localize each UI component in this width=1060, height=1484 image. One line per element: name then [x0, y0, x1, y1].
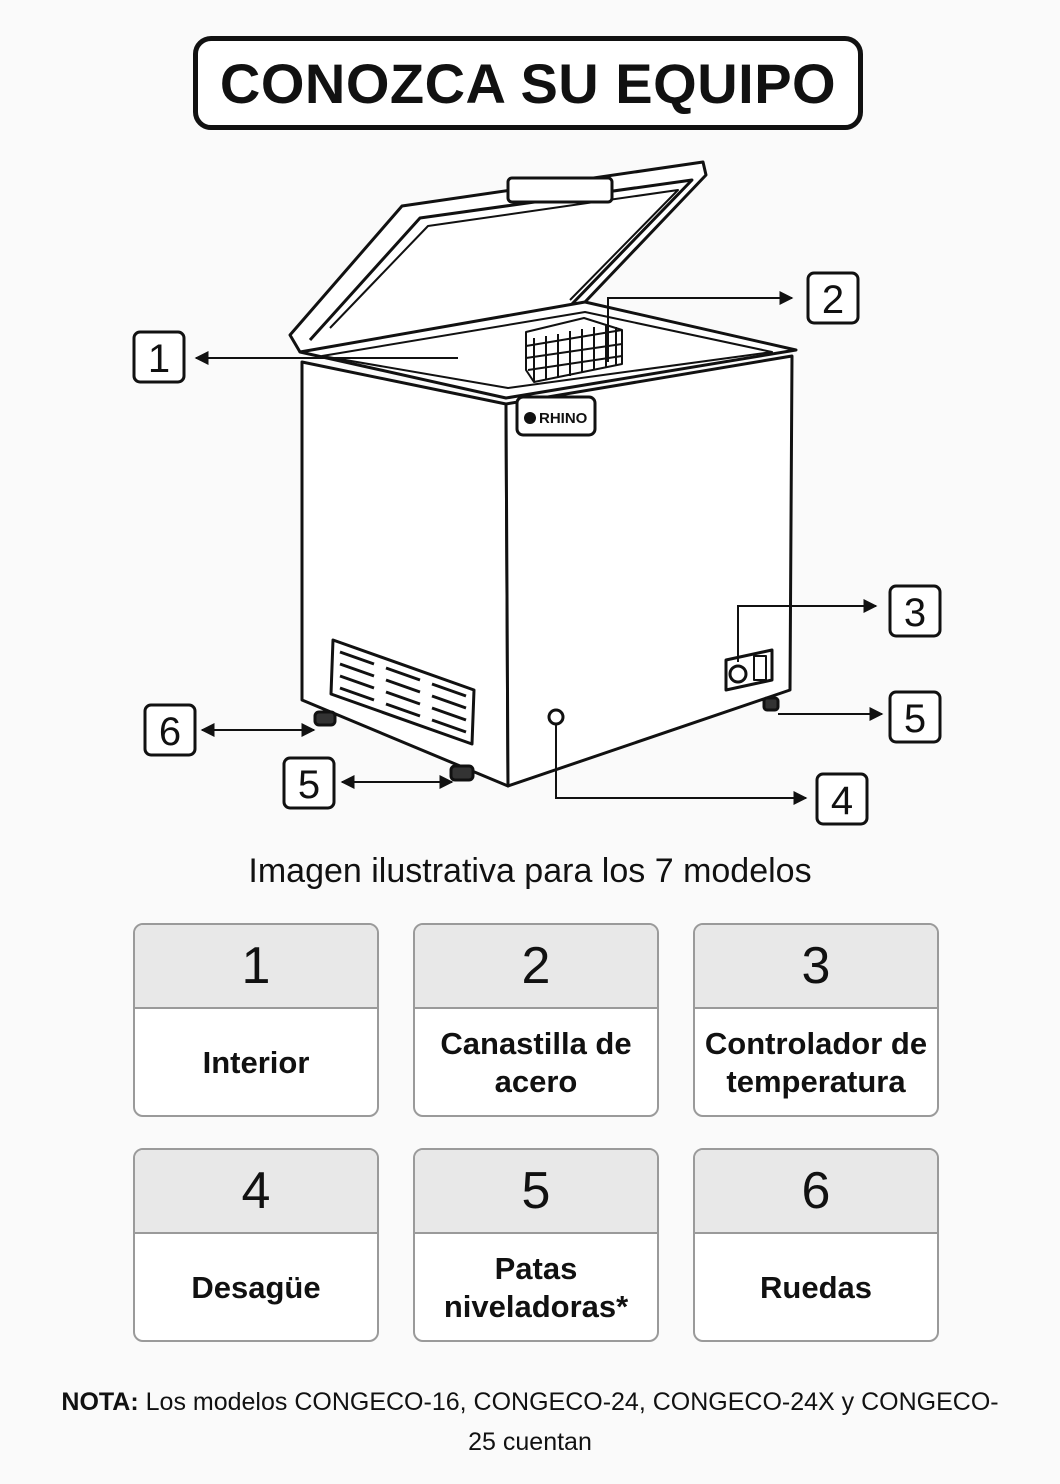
steel-basket	[525, 317, 623, 383]
part-card-1: 1 Interior	[133, 923, 379, 1117]
part-number: 5	[415, 1150, 657, 1234]
callout-3: 3	[888, 584, 942, 638]
part-card-4: 4 Desagüe	[133, 1148, 379, 1342]
callout-5-right-label: 5	[904, 697, 926, 741]
cabinet-right-face	[504, 354, 794, 788]
part-label: Interior	[202, 1045, 310, 1080]
callout-3-label: 3	[904, 591, 926, 635]
part-card-3: 3 Controlador de temperatura	[693, 923, 939, 1117]
freezer-diagram: RHINO 1 2 3 4 5	[132, 160, 942, 826]
callout-3-line	[737, 599, 878, 662]
part-label: Patas niveladoras*	[443, 1251, 629, 1324]
part-number: 4	[135, 1150, 377, 1234]
freezer-lid	[288, 160, 708, 353]
wheel-front	[449, 764, 475, 782]
part-number: 3	[695, 925, 937, 1009]
drain-plug	[547, 708, 565, 726]
part-card-5: 5 Patas niveladoras*	[413, 1148, 659, 1342]
brand-logo-icon	[524, 412, 536, 424]
part-number: 1	[135, 925, 377, 1009]
callout-2-line	[607, 291, 794, 362]
part-label: Desagüe	[191, 1270, 321, 1305]
callout-5-left: 5	[282, 756, 336, 810]
part-card-6: 6 Ruedas	[693, 1148, 939, 1342]
part-number: 6	[695, 1150, 937, 1234]
callout-4-label: 4	[831, 779, 853, 823]
brand-text: RHINO	[539, 410, 588, 427]
wheel-left	[313, 710, 337, 727]
callout-1-label: 1	[148, 337, 170, 381]
callout-5-right: 5	[888, 690, 942, 744]
callout-4: 4	[815, 772, 869, 826]
vent-grille	[329, 638, 476, 746]
part-label: Ruedas	[760, 1270, 872, 1305]
callout-2-label: 2	[822, 278, 844, 322]
part-card-2: 2 Canastilla de acero	[413, 923, 659, 1117]
callout-6-label: 6	[159, 710, 181, 754]
part-number: 2	[415, 925, 657, 1009]
leveling-leg	[762, 696, 780, 712]
title-box: CONOZCA SU EQUIPO	[193, 36, 863, 130]
callout-1: 1	[132, 330, 186, 384]
callout-6: 6	[143, 703, 197, 757]
note-prefix: NOTA:	[61, 1388, 139, 1416]
diagram-caption: Imagen ilustrativa para los 7 modelos	[248, 852, 812, 890]
callout-5-left-label: 5	[298, 763, 320, 807]
part-label: Controlador de temperatura	[704, 1026, 928, 1099]
note-text: Los modelos CONGECO-16, CONGECO-24, CONG…	[138, 1388, 999, 1456]
callout-2: 2	[806, 271, 860, 325]
page-title: CONOZCA SU EQUIPO	[219, 51, 837, 115]
callout-4-line	[555, 724, 808, 805]
part-label: Canastilla de acero	[440, 1026, 632, 1099]
footnote: NOTA: Los modelos CONGECO-16, CONGECO-24…	[60, 1382, 1000, 1462]
brand-badge	[515, 395, 597, 437]
lid-handle	[506, 176, 614, 204]
